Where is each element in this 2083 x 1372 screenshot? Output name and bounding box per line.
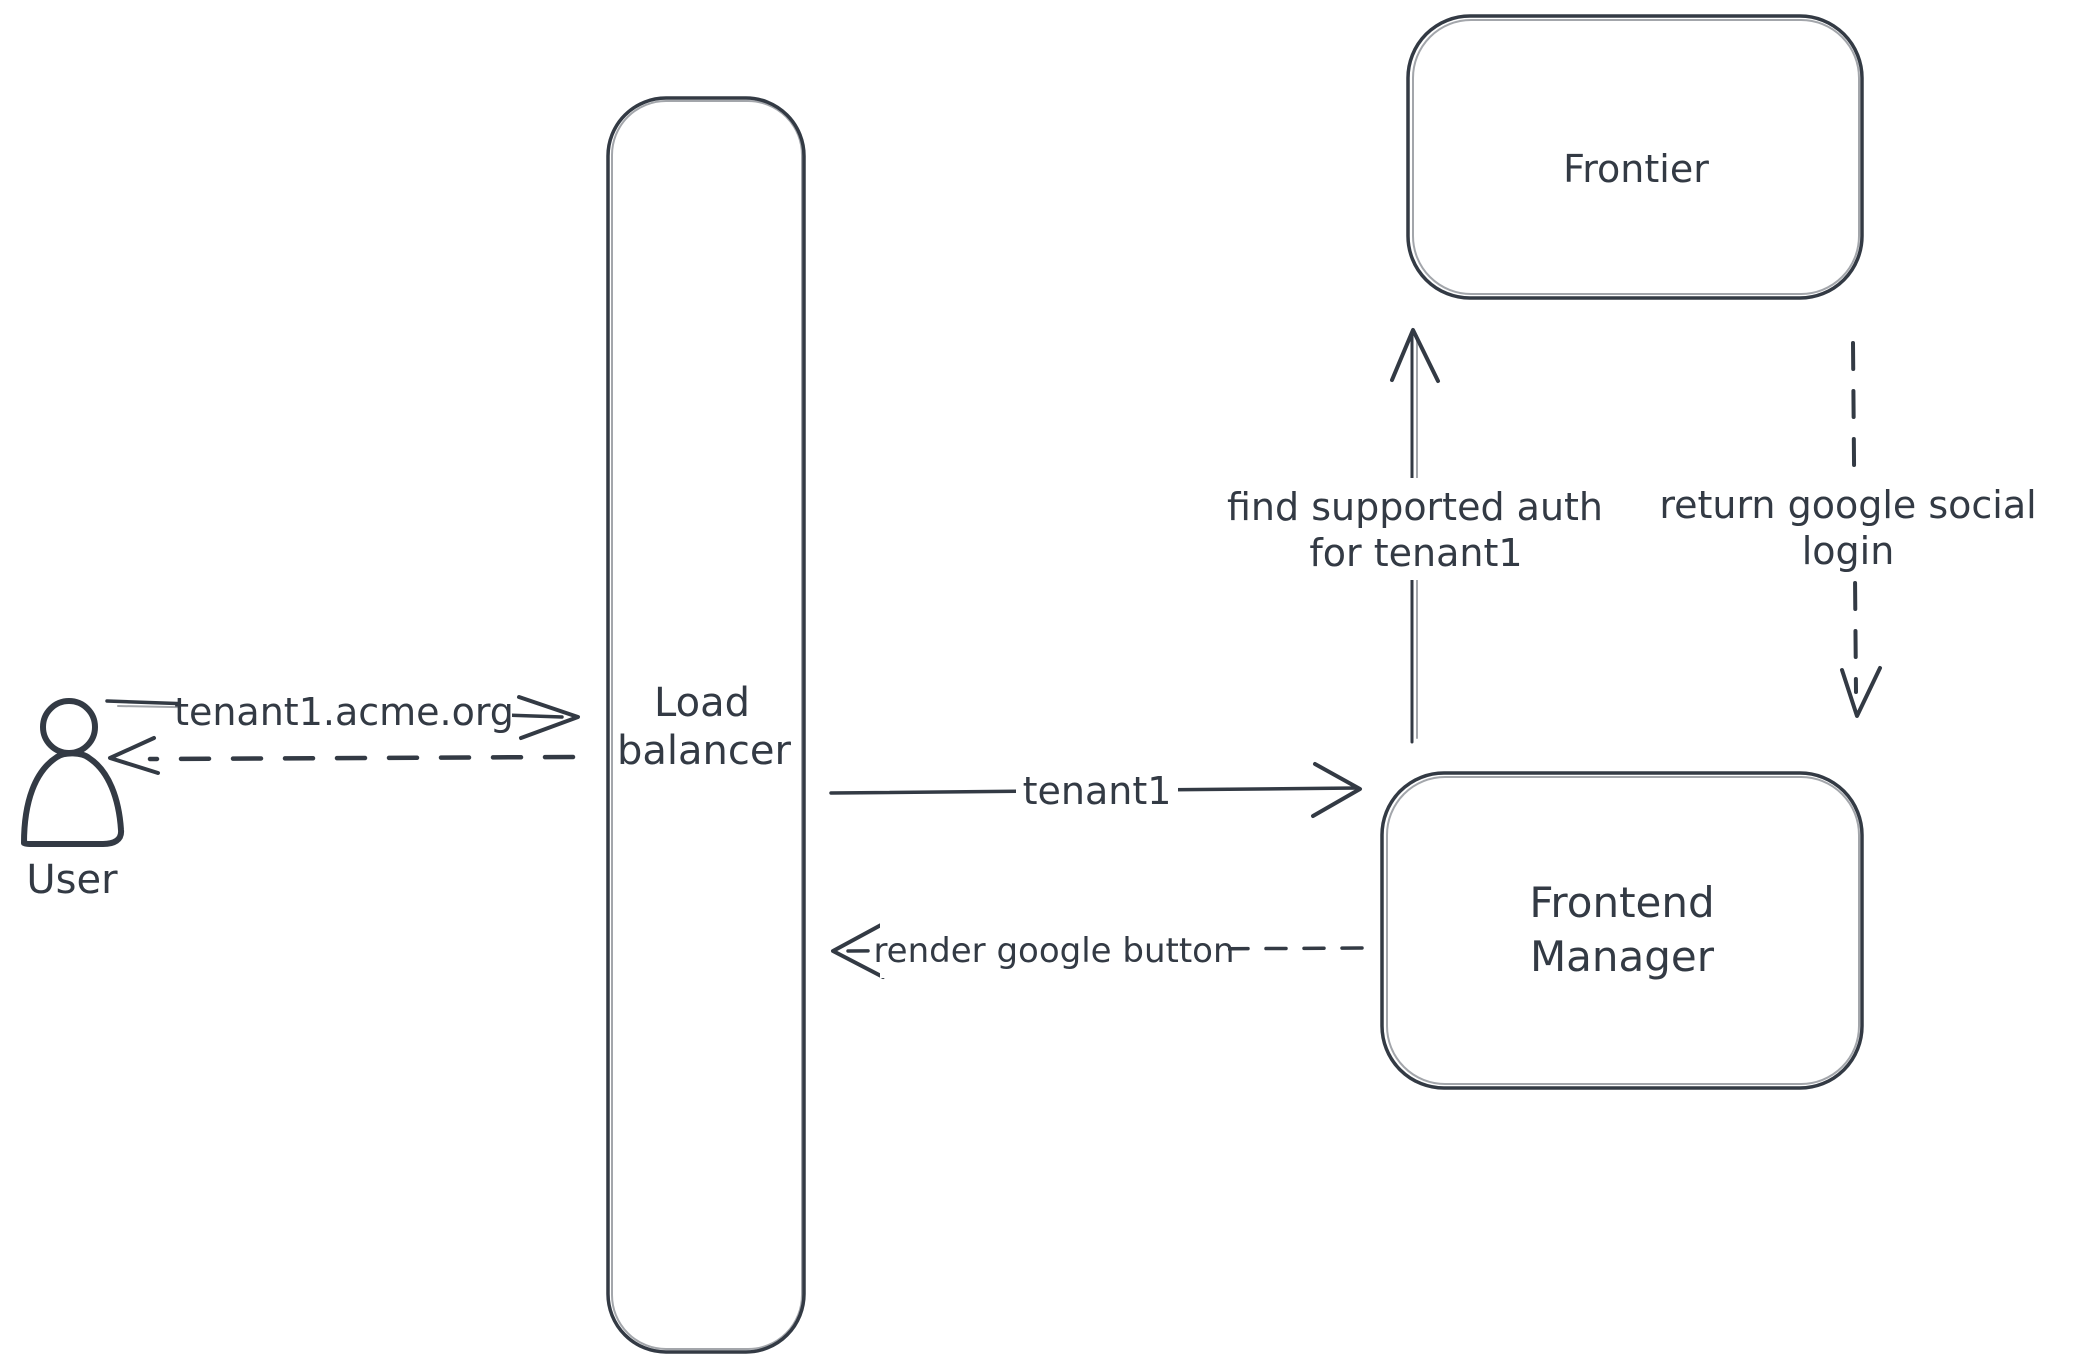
arrowhead-up-icon [1390,328,1440,383]
edge-label-bg [1208,478,1600,580]
load-balancer-box-sketch [611,100,803,1350]
edge-label: tenant1 [1023,769,1172,813]
edge-label: render google button [873,931,1234,971]
edge-label-bg [880,922,1228,978]
arrowhead-right-icon [517,695,580,740]
arrowhead-down-icon [1840,666,1882,718]
edge-label: tenant1.acme.org [174,690,514,734]
frontier-box [1406,14,1864,300]
user-actor: User [21,698,125,903]
load-balancer-box [606,96,806,1354]
edge-label-bg [180,684,512,740]
frontier-label: Frontier [1563,147,1709,191]
person-icon-head [40,698,98,756]
arrowhead-right-icon [1311,762,1362,818]
frontier-box-sketch [1412,19,1860,295]
arrow-shaft-dashed [147,754,576,762]
edge-label-bg [1016,764,1178,816]
edge-user-to-load-balancer: tenant1.acme.org [105,684,580,740]
load-balancer-label-line2: balancer [617,728,791,774]
frontend-manager-label-line1: Frontend [1529,878,1714,927]
person-icon-body [21,750,125,847]
arrow-shaft-dashed [1851,341,1858,694]
edge-frontend-manager-to-frontier: find supported auth for tenant1 [1208,328,1603,744]
frontier-node: Frontier [1406,14,1864,300]
edge-load-balancer-to-frontend-manager: tenant1 [829,762,1362,818]
edge-load-balancer-to-user [108,736,576,775]
edge-label-line2: for tenant1 [1309,531,1522,575]
edge-label-line1: return google social [1659,483,2036,527]
frontend-manager-box-sketch [1386,776,1860,1085]
load-balancer-label-line1: Load [654,680,750,726]
edge-label-line1: find supported auth [1227,485,1603,529]
edge-frontier-to-frontend-manager: return google social login [1650,341,2048,718]
edge-label-line2: login [1802,529,1895,573]
frontend-manager-label-line2: Manager [1530,932,1715,981]
arrowhead-left-icon [108,736,160,775]
arrowhead-left-icon [831,923,885,979]
frontend-manager-box [1380,771,1864,1090]
edge-frontend-manager-to-load-balancer: render google button [831,922,1364,979]
load-balancer-node: Load balancer [606,96,806,1354]
frontend-manager-node: Frontend Manager [1380,771,1864,1090]
user-label: User [26,857,118,903]
edge-label-bg [1650,476,2048,580]
